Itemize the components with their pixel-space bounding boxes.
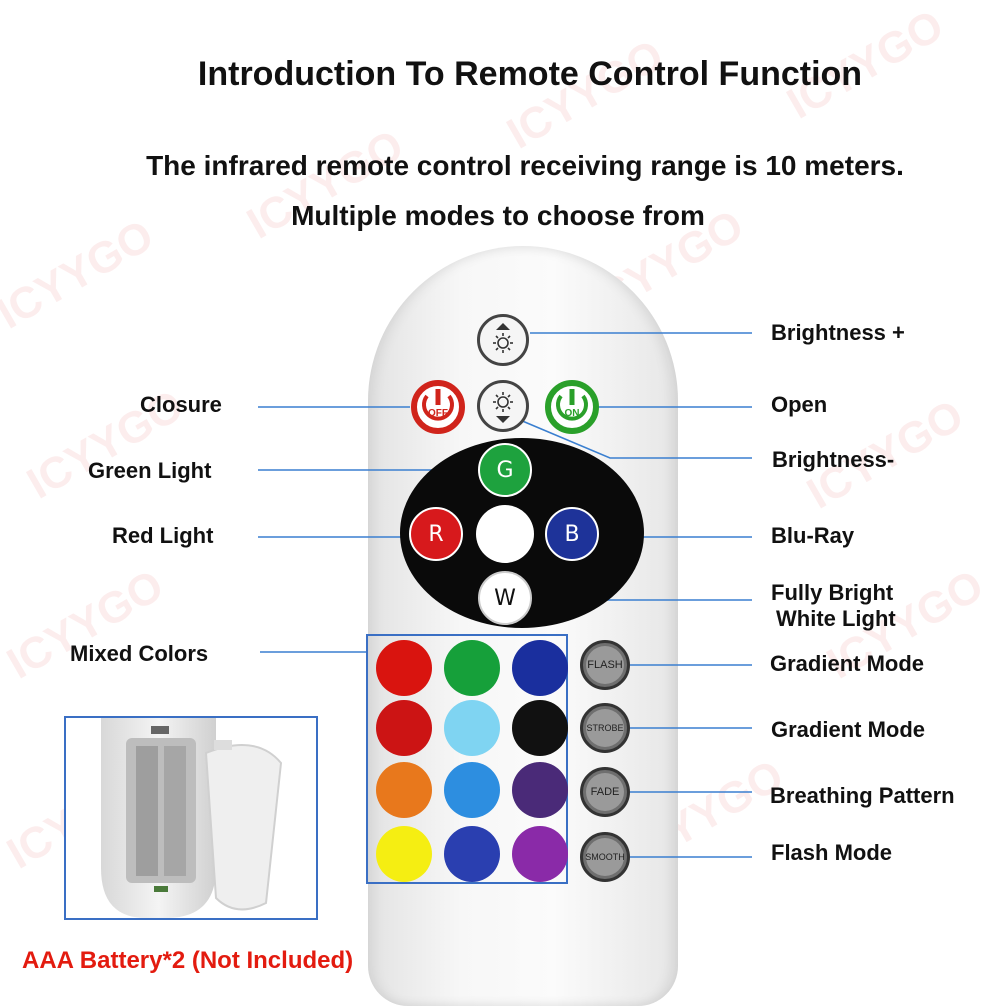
label-gradient-mode-2: Gradient Mode bbox=[771, 717, 926, 742]
flash-label: FLASH bbox=[586, 646, 624, 684]
battery-inset bbox=[64, 716, 318, 920]
strobe-label: STROBE bbox=[586, 709, 624, 747]
mix-color-button[interactable] bbox=[512, 640, 568, 696]
label-fully-bright: Fully Bright bbox=[771, 580, 894, 605]
mix-color-button[interactable] bbox=[444, 700, 500, 756]
battery-note: AAA Battery*2 (Not Included) bbox=[22, 947, 354, 974]
strobe-button[interactable]: STROBE bbox=[580, 703, 630, 753]
smooth-button[interactable]: SMOOTH bbox=[580, 832, 630, 882]
battery-compartment-image bbox=[101, 718, 283, 918]
mix-color-button[interactable] bbox=[512, 826, 568, 882]
brightness-down-button[interactable] bbox=[477, 380, 529, 432]
label-breathing-pattern: Breathing Pattern bbox=[770, 783, 955, 808]
mix-color-button[interactable] bbox=[376, 640, 432, 696]
label-green-light: Green Light bbox=[88, 458, 212, 483]
brightness-up-button[interactable] bbox=[477, 314, 529, 366]
label-mixed-colors: Mixed Colors bbox=[70, 641, 209, 666]
label-open: Open bbox=[771, 392, 828, 417]
mix-color-button[interactable] bbox=[376, 762, 432, 818]
mix-color-button[interactable] bbox=[444, 762, 500, 818]
mix-color-button[interactable] bbox=[444, 826, 500, 882]
fade-button[interactable]: FADE bbox=[580, 767, 630, 817]
green-button[interactable]: G bbox=[478, 443, 532, 497]
brightness-up-icon bbox=[493, 323, 513, 353]
line-brightness-minus bbox=[519, 419, 752, 459]
brightness-down-icon bbox=[493, 392, 513, 423]
center-button[interactable] bbox=[476, 505, 534, 563]
subtitle-range: The infrared remote control receiving ra… bbox=[146, 150, 904, 181]
label-flash-mode: Flash Mode bbox=[771, 840, 893, 865]
subtitle-modes: Multiple modes to choose from bbox=[291, 200, 705, 231]
power-off-label: OFF bbox=[428, 408, 448, 419]
label-brightness-minus: Brightness- bbox=[772, 447, 895, 472]
mix-color-button[interactable] bbox=[444, 640, 500, 696]
mix-color-button[interactable] bbox=[376, 826, 432, 882]
mix-color-button[interactable] bbox=[512, 762, 568, 818]
page-title: Introduction To Remote Control Function bbox=[197, 55, 863, 93]
label-brightness-plus: Brightness + bbox=[771, 320, 905, 345]
power-off-icon bbox=[422, 389, 454, 421]
red-button[interactable]: R bbox=[409, 507, 463, 561]
power-on-label: ON bbox=[564, 408, 580, 419]
mix-color-button[interactable] bbox=[376, 700, 432, 756]
mixed-colors-box bbox=[366, 634, 568, 884]
label-closure: Closure bbox=[140, 392, 222, 417]
blue-button[interactable]: B bbox=[545, 507, 599, 561]
power-on-icon bbox=[556, 389, 588, 421]
white-button[interactable]: W bbox=[478, 571, 532, 625]
flash-button[interactable]: FLASH bbox=[580, 640, 630, 690]
power-off-button[interactable]: OFF bbox=[411, 380, 465, 434]
mix-color-button[interactable] bbox=[512, 700, 568, 756]
label-blu-ray: Blu-Ray bbox=[771, 523, 855, 548]
label-red-light: Red Light bbox=[112, 523, 214, 548]
fade-label: FADE bbox=[586, 773, 624, 811]
label-white-light: White Light bbox=[776, 606, 896, 631]
power-on-button[interactable]: ON bbox=[545, 380, 599, 434]
smooth-label: SMOOTH bbox=[585, 838, 625, 876]
label-gradient-mode-1: Gradient Mode bbox=[770, 651, 925, 676]
